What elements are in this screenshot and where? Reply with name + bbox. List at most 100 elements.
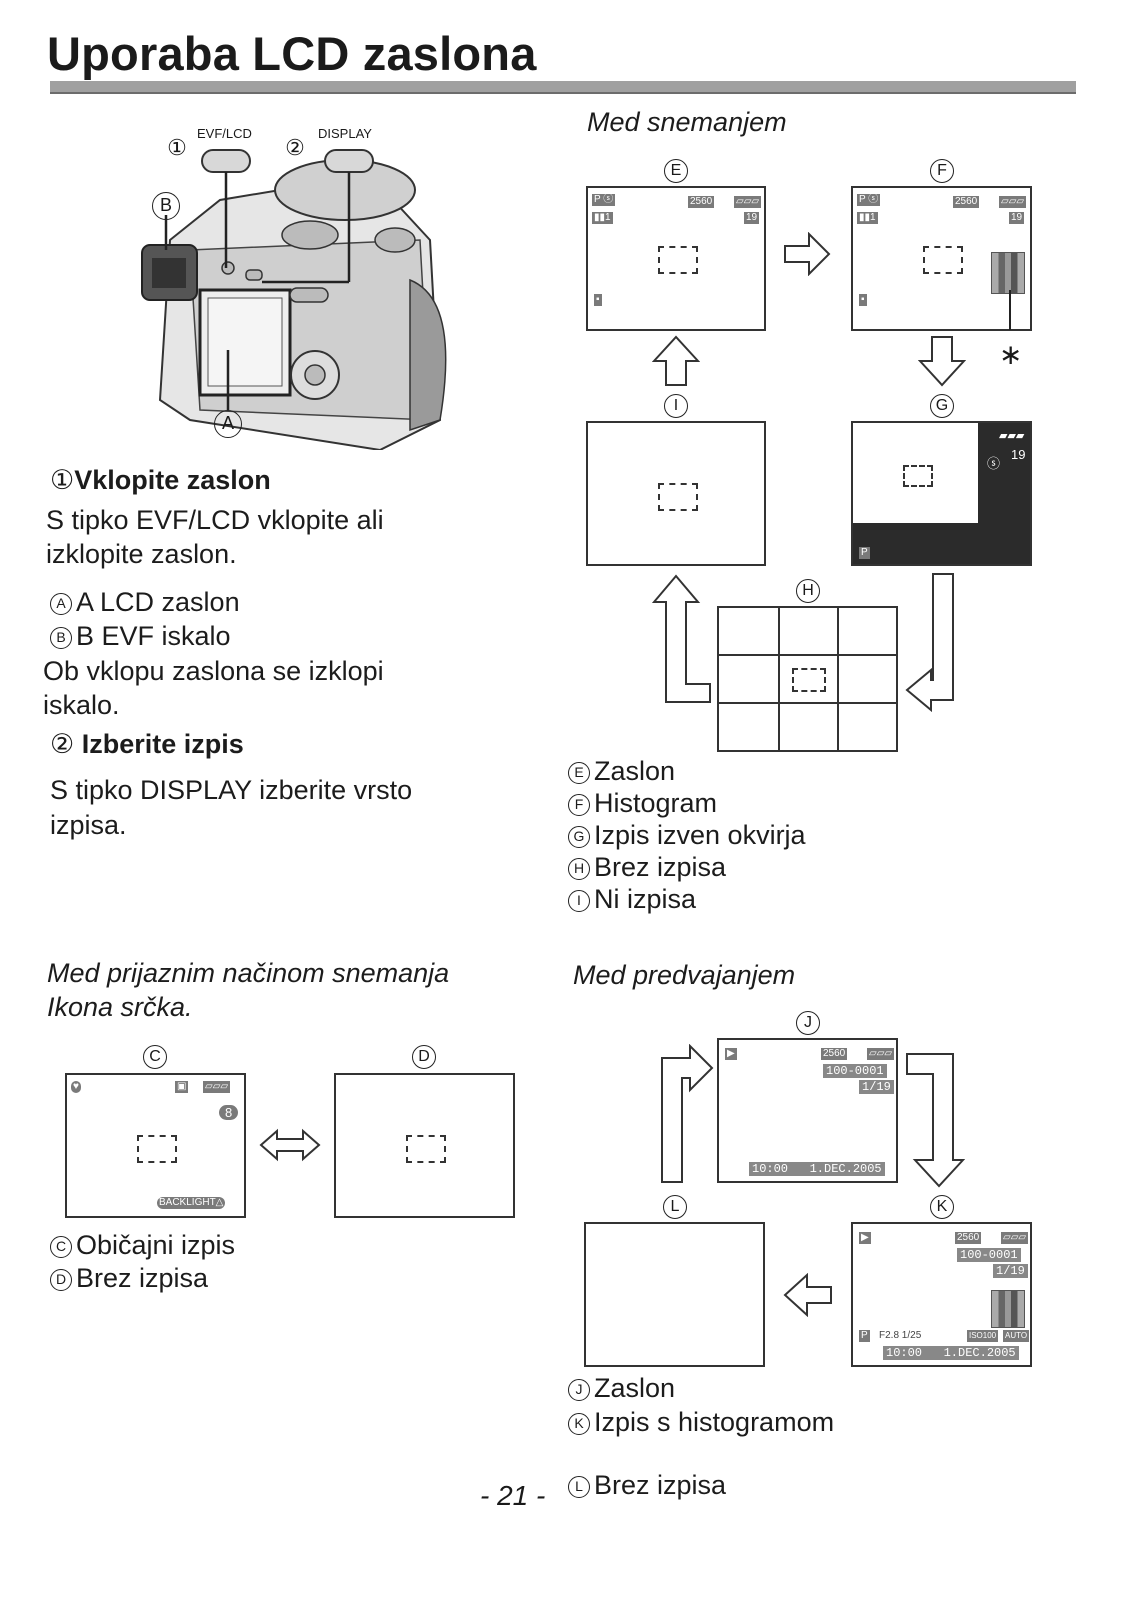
quality-icon: ▮▮1 [857,212,878,224]
legend-k-mark: K [568,1413,590,1435]
date-time: 10:00 1.DEC.2005 [749,1162,885,1176]
step1-text-line2: izklopite zaslon. [46,539,237,569]
battery-icon: ▱▱▱ [203,1081,231,1093]
legend-d-mark: D [50,1269,72,1291]
frame-counter: 1/19 [993,1264,1028,1278]
quality-icon: ▮▮1 [592,212,613,224]
camera-marker-b: B [152,192,180,220]
screen-h [717,606,898,752]
playback-heading: Med predvajanjem [573,960,796,990]
backlight-badge: BACKLIGHT△ [157,1197,226,1209]
camera-illustration [130,120,460,452]
af-icon: ▪ [594,294,602,306]
focus-frame [903,465,933,487]
legend-j-mark: J [568,1379,590,1401]
legend-f-text: Histogram [594,788,718,818]
arrow-return-down [906,1053,965,1188]
folder-file-number: 100-0001 [957,1248,1021,1262]
screen-c: ♥ ▣ ▱▱▱ 8 BACKLIGHT△ [65,1073,246,1218]
resolution-badge: 2560 [688,196,715,208]
screen-h-mark: H [796,579,820,603]
focus-frame [137,1135,177,1163]
legend-l-text: Brez izpisa [594,1470,727,1500]
resolution-badge: 2560 [821,1048,848,1060]
legend-i-text: Ni izpisa [594,884,697,914]
item-a-text: A LCD zaslon [76,587,240,617]
play-icon: ▶ [725,1048,737,1060]
legend-g-mark: G [568,826,590,848]
image-area [853,423,978,523]
date-time: 10:00 1.DEC.2005 [883,1346,1019,1360]
item-b-mark: B [50,627,72,649]
focus-frame [658,483,698,511]
camera-drawing [141,149,447,452]
screen-l-mark: L [663,1195,687,1219]
arrow-up [652,335,700,386]
focus-frame [792,668,826,692]
item-a-mark: A [50,593,72,615]
histogram-graph [991,1290,1025,1328]
histogram-graph [991,252,1025,294]
camera-marker-1: ① [167,135,187,160]
page-title: Uporaba LCD zaslona [47,27,537,80]
step1-title: Vklopite zaslon [74,465,271,495]
battery-icon: ▰▰▰ [999,430,1025,442]
screen-j-mark: J [796,1011,820,1035]
screen-e: P ⓢ ▮▮1 2560 ▱▱▱ 19 ▪ [586,186,766,331]
legend-c-mark: C [50,1236,72,1258]
histogram-pointer [1009,290,1011,330]
shot-count: 19 [1009,212,1025,224]
display-button-label: DISPLAY [318,126,372,141]
step1-note-line1: Ob vklopu zaslona se izklopi [43,656,384,686]
battery-icon: ▱▱▱ [999,196,1027,208]
camera-marker-a: A [214,410,242,438]
step1-number: ① [50,465,75,495]
recording-heading: Med snemanjem [587,107,787,137]
step2-text-line1: S tipko DISPLAY izberite vrsto [50,775,413,805]
legend-i-mark: I [568,890,590,912]
screen-c-mark: C [143,1045,167,1069]
item-b-text: B EVF iskalo [76,621,231,651]
shot-count: 19 [744,212,760,224]
folder-file-number: 100-0001 [823,1064,887,1078]
step2-heading: ② Izberite izpis [50,727,244,761]
mode-p-icon: P [859,1330,870,1342]
iso-info: ISO100 [967,1330,999,1342]
step2-title: Izberite izpis [81,729,244,759]
arrow-return-right [661,1044,714,1183]
legend-c-text: Običajni izpis [76,1230,236,1260]
resolution-badge: 2560 [955,1232,982,1244]
step1-heading: ①Vklopite zaslon [50,463,271,497]
step2-number: ② [50,729,75,759]
legend-h-mark: H [568,858,590,880]
asterisk-mark: ∗ [999,339,1023,370]
focus-frame [658,246,698,274]
screen-l [584,1222,765,1367]
step1-text-line1: S tipko EVF/LCD vklopite ali [46,505,384,535]
legend-k-text: Izpis s histogramom [594,1407,835,1437]
wb-info: AUTO [1003,1330,1030,1342]
screen-k-mark: K [930,1195,954,1219]
mode-p-icon: P ⓢ [857,194,881,206]
mode-p-icon: P [859,547,870,559]
arrow-bidirectional [259,1128,321,1162]
legend-d-text: Brez izpisa [76,1263,209,1293]
arrow-return-up [652,574,711,703]
screen-d-mark: D [412,1045,436,1069]
screen-f-mark: F [930,159,954,183]
battery-icon: ▱▱▱ [734,196,762,208]
stabilizer-icon: ▣ [175,1081,189,1093]
